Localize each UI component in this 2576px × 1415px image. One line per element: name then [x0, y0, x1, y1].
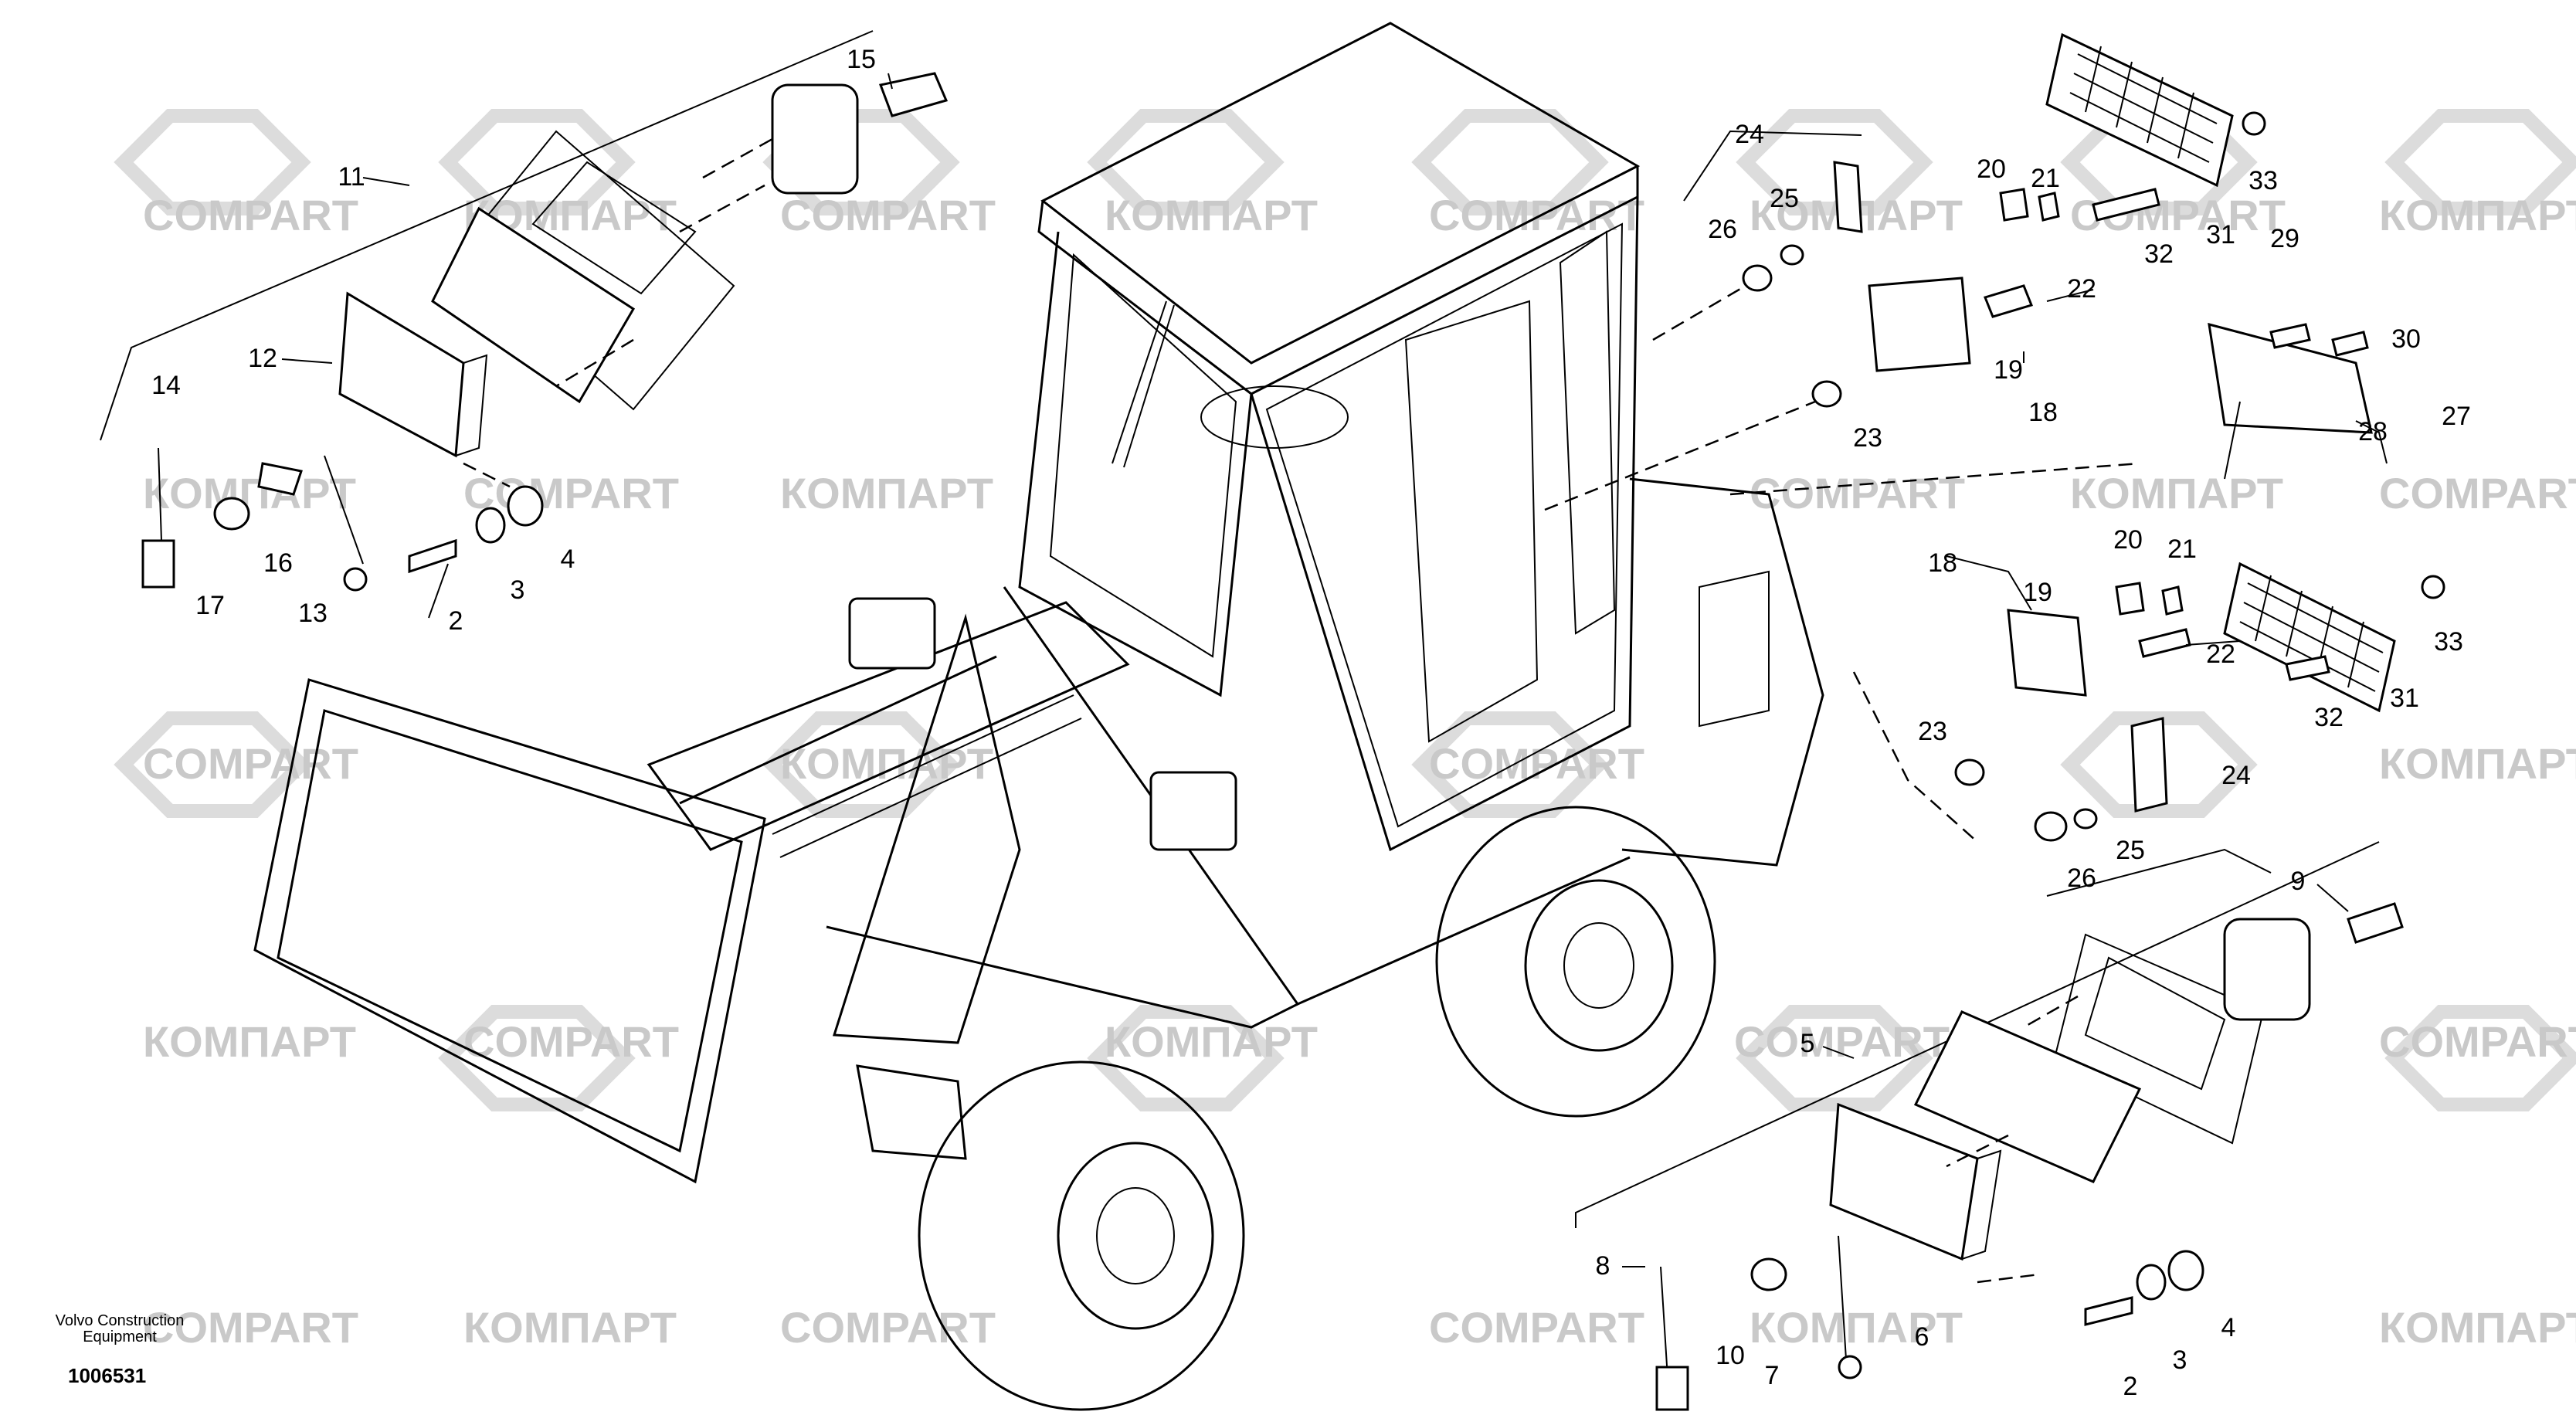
callout-label: 18 — [2028, 398, 2058, 427]
brand-line-2: Equipment — [83, 1328, 157, 1345]
watermark-text: COMPART — [1429, 1303, 1644, 1352]
callout-label: 15 — [847, 45, 876, 74]
callout-label: 10 — [1716, 1341, 1745, 1370]
callout-label: 24 — [2221, 761, 2251, 790]
light-guard-grille — [2045, 32, 2396, 713]
watermark-text: COMPART — [1734, 1017, 1950, 1066]
watermark-text: COMPART — [780, 191, 996, 239]
watermark-text: COMPART — [143, 739, 358, 788]
callout-label: 25 — [1770, 184, 1799, 213]
callout-label: 3 — [2173, 1345, 2187, 1375]
callout-label: 32 — [2314, 703, 2344, 732]
callout-label: 11 — [338, 162, 365, 192]
callout-label: 14 — [151, 371, 181, 400]
rear-light-assembly-left — [100, 30, 949, 592]
callout-label: 33 — [2434, 627, 2463, 657]
callout-label: 4 — [561, 545, 575, 574]
callout-label: 29 — [2270, 224, 2299, 253]
watermark-text: КОМПАРТ — [1105, 191, 1318, 239]
callout-label: 4 — [2221, 1313, 2236, 1342]
callout-label: 12 — [248, 344, 277, 373]
watermark-text: COMPART — [143, 1303, 358, 1352]
callout-label: 19 — [1994, 355, 2023, 385]
callout-label: 13 — [298, 599, 328, 628]
callout-label: 23 — [1918, 717, 1947, 746]
watermark-text: COMPART — [1429, 739, 1644, 788]
watermark-text: КОМПАРТ — [780, 739, 993, 788]
callout-label: 9 — [2291, 867, 2306, 896]
callout-label: 24 — [1735, 120, 1764, 149]
callout-label: 23 — [1853, 423, 1882, 453]
watermark-text: КОМПАРТ — [143, 1017, 356, 1066]
callout-label: 18 — [1928, 548, 1957, 578]
watermark-text: COMPART — [143, 191, 358, 239]
callout-labels: 2 3 4 11 12 13 14 15 16 17 24 25 26 20 2… — [151, 45, 2471, 1401]
watermark-text: КОМПАРТ — [1750, 1303, 1963, 1352]
caption-block: Volvo Construction Equipment 1006531 — [56, 1312, 185, 1387]
work-light-assembly-right — [1544, 32, 2396, 713]
watermark-text: COMPART — [1750, 469, 1965, 517]
watermark-text: КОМПАРТ — [143, 469, 356, 517]
watermark-layer: COMPART КОМПАРТ COMPART КОМПАРТ COMPART … — [114, 109, 2576, 1352]
watermark-text: COMPART — [463, 1017, 679, 1066]
callout-label: 31 — [2390, 684, 2419, 713]
callout-label: 17 — [195, 591, 225, 620]
callout-label: 20 — [2113, 525, 2143, 555]
watermark-text: КОМПАРТ — [2070, 469, 2283, 517]
leader-lines — [281, 73, 2349, 1267]
brand-line-1: Volvo Construction — [56, 1312, 185, 1329]
callout-label: 3 — [511, 575, 525, 605]
callout-label: 31 — [2206, 220, 2235, 249]
watermark-logo-icon — [114, 109, 2576, 1111]
callout-label: 2 — [449, 606, 463, 636]
watermark-text: КОМПАРТ — [2379, 739, 2576, 788]
callout-label: 21 — [2031, 164, 2060, 193]
callout-label: 30 — [2391, 324, 2421, 354]
callout-label: 2 — [2123, 1372, 2138, 1401]
rear-light-assembly-right — [1575, 841, 2404, 1411]
callout-label: 8 — [1596, 1251, 1610, 1281]
watermark-text: COMPART — [2379, 469, 2576, 517]
watermark-text: COMPART — [780, 1303, 996, 1352]
callout-label: 26 — [2067, 864, 2096, 893]
callout-label: 25 — [2116, 836, 2145, 865]
work-light-assembly-right-lower — [1852, 555, 2445, 897]
callout-label: 21 — [2167, 534, 2197, 564]
callout-label: 16 — [263, 548, 293, 578]
callout-label: 27 — [2442, 402, 2471, 431]
callout-label: 33 — [2248, 166, 2278, 195]
callout-label: 22 — [2206, 640, 2235, 669]
watermark-text: COMPART — [2379, 1017, 2576, 1066]
watermark-text: КОМПАРТ — [780, 469, 993, 517]
callout-label: 20 — [1977, 154, 2006, 184]
watermark-text: COMPART — [463, 469, 679, 517]
watermark-text: КОМПАРТ — [2379, 1303, 2576, 1352]
callout-label: 28 — [2358, 417, 2388, 446]
watermark-text: КОМПАРТ — [463, 1303, 677, 1352]
callout-label: 19 — [2023, 578, 2052, 607]
callout-label: 26 — [1708, 215, 1737, 244]
watermark-text: КОМПАРТ — [1105, 1017, 1318, 1066]
wheel-loader-illustration — [253, 22, 1824, 1411]
callout-label: 5 — [1800, 1029, 1815, 1058]
callout-label: 22 — [2067, 274, 2096, 304]
drawing-number: 1006531 — [68, 1364, 146, 1387]
callout-label: 6 — [1915, 1322, 1929, 1352]
watermark-text: КОМПАРТ — [2379, 191, 2576, 239]
callout-label: 7 — [1765, 1361, 1780, 1390]
watermark-text: COMPART — [1429, 191, 1644, 239]
callout-label: 32 — [2144, 239, 2174, 269]
